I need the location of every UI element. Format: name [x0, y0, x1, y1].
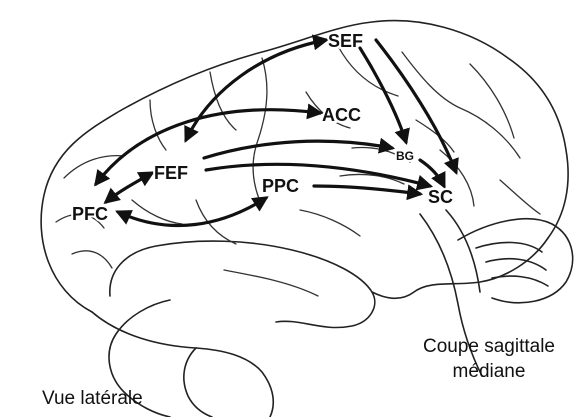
- label-pfc: PFC: [72, 204, 108, 224]
- arrow-sef-sc: [376, 40, 456, 172]
- caption-median-line1: Coupe sagittale: [414, 334, 564, 359]
- arrow-fef-pfc: [106, 173, 152, 202]
- arrow-pfc-ppc: [118, 198, 266, 226]
- arrow-fef-sc: [206, 164, 430, 186]
- arrow-ppc-sc: [314, 186, 420, 194]
- connection-arrows: [96, 40, 456, 226]
- label-fef: FEF: [154, 163, 188, 183]
- caption-lateral-view: Vue latérale: [42, 386, 143, 411]
- label-acc: ACC: [322, 105, 361, 125]
- arrow-acc-pfc: [96, 110, 320, 184]
- caption-median-section: Coupe sagittale médiane: [414, 334, 564, 384]
- arrow-fef-bg: [204, 141, 392, 158]
- label-bg: BG: [396, 149, 414, 163]
- label-sef: SEF: [328, 31, 363, 51]
- arrow-fef-sef: [186, 40, 326, 140]
- caption-median-line2: médiane: [414, 359, 564, 384]
- sulci-lines: [56, 46, 540, 296]
- label-sc: SC: [428, 187, 453, 207]
- arrow-sef-bg: [360, 48, 406, 142]
- arrow-bg-sc: [420, 160, 444, 186]
- label-ppc: PPC: [262, 176, 299, 196]
